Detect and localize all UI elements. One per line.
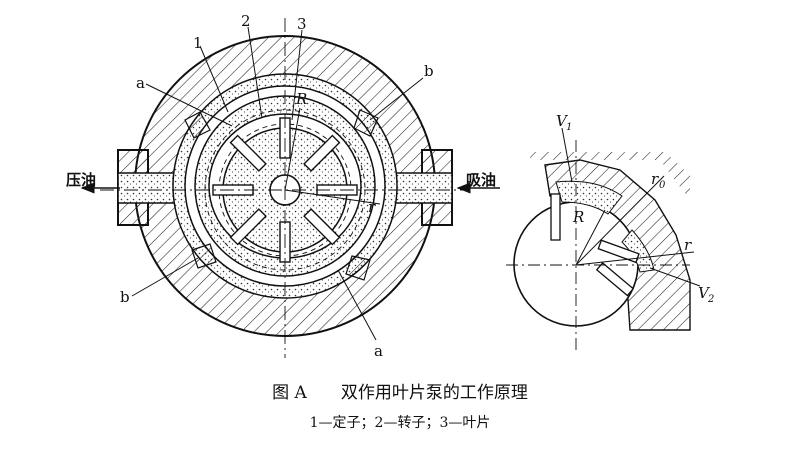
- detail-label-V2-sub: 2: [707, 294, 714, 305]
- vane: [229, 134, 267, 172]
- figure-caption: 图 A 双作用叶片泵的工作原理: [272, 383, 528, 403]
- label-a-bottom: a: [374, 342, 383, 360]
- detail-label-V1-sub: 1: [566, 122, 572, 133]
- label-r-main: r: [368, 198, 376, 216]
- detail-label-V1: V: [556, 112, 569, 130]
- detail-label-V2: V: [698, 284, 711, 302]
- figure-legend: 1—定子；2—转子；3—叶片: [310, 415, 491, 431]
- detail-label-r: r: [684, 236, 692, 254]
- detail-label-R: R: [572, 208, 584, 226]
- right-port-label: 吸油: [466, 171, 496, 189]
- label-1: 1: [193, 34, 203, 52]
- vane: [229, 208, 267, 246]
- label-a-top: a: [136, 74, 145, 92]
- vane: [303, 134, 341, 172]
- detail-label-r0: r: [651, 170, 659, 188]
- vane: [303, 208, 341, 246]
- detail-vane: [550, 193, 561, 241]
- detail-vane: [595, 262, 635, 297]
- label-3: 3: [297, 15, 307, 33]
- label-b-top: b: [424, 62, 434, 80]
- label-b-bottom: b: [120, 288, 130, 306]
- label-R-main: R: [295, 90, 307, 108]
- main-pump-view: [80, 18, 500, 358]
- detail-view: [506, 127, 701, 350]
- left-port-label: 压油: [66, 171, 96, 189]
- label-2: 2: [241, 12, 251, 30]
- detail-label-r0-sub: 0: [659, 180, 666, 191]
